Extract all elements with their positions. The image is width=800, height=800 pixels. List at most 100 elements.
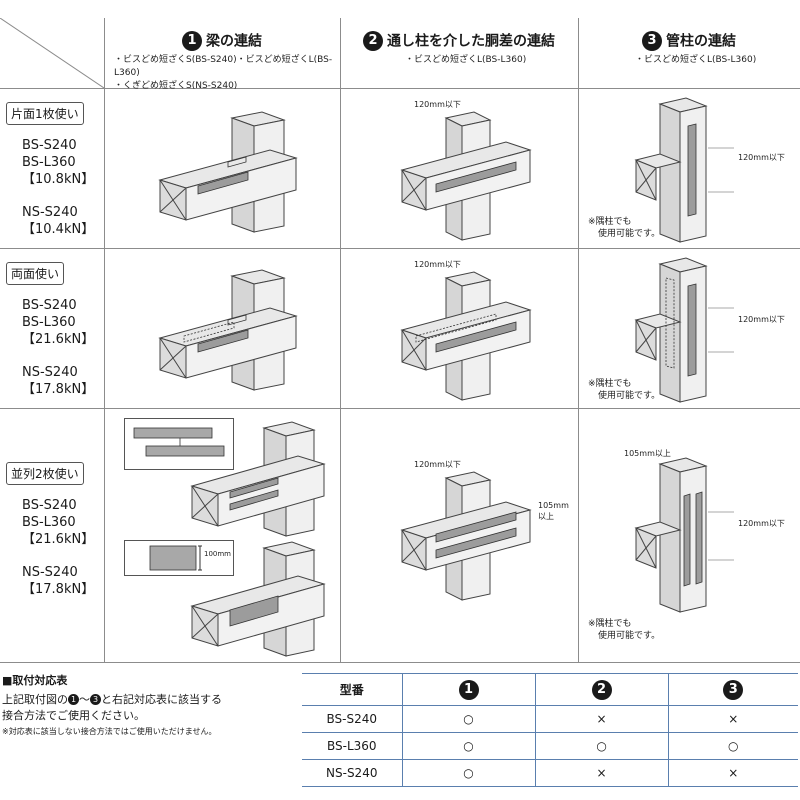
dimension-label: 120mm以下 — [414, 260, 461, 269]
column-subtitle-line: ・くぎどめ短ざくS(NS-S240) — [114, 81, 238, 91]
row-value-line: NS-S240 — [22, 205, 78, 220]
note-line: ※隅柱でも — [588, 217, 632, 227]
beam-joint-illustration — [190, 421, 326, 537]
grid-line — [104, 18, 105, 662]
note-line: ※隅柱でも — [588, 619, 632, 629]
column-title: 通し柱を介した胴差の連結 — [387, 33, 555, 50]
column-subtitle: ・ビスどめ短ざくL(BS-L360) — [635, 54, 756, 67]
row-value-line: 【10.8kN】 — [22, 172, 95, 187]
note-line: 使用可能です。 — [598, 631, 661, 641]
row-tag: 並列2枚使い — [6, 462, 84, 485]
dimension-label: 120mm以下 — [414, 100, 461, 109]
table-cell: × — [667, 705, 798, 733]
table-cell: ○ — [401, 732, 536, 760]
stud-joint-illustration — [634, 457, 734, 613]
section-text: 上記取付図の — [2, 693, 68, 706]
stud-joint-illustration — [634, 257, 734, 403]
beam-joint-illustration — [158, 111, 298, 233]
row-values: BS-S240 BS-L360 【21.6kN】 NS-S240 【17.8kN… — [6, 297, 98, 398]
section-text: 接合方法でご使用ください。 — [2, 709, 145, 722]
dimension-label: 120mm以下 — [738, 153, 785, 162]
dimension-label: 120mm以下 — [738, 519, 785, 528]
corner-post-note: ※隅柱でも 使用可能です。 — [588, 378, 660, 402]
column-number-badge: 3 — [723, 679, 744, 700]
stud-joint-illustration — [634, 97, 734, 243]
beam-joint-illustration — [158, 269, 298, 391]
column-subtitle-line: ・ビスどめ短ざくL(BS-L360) — [405, 55, 527, 65]
row-value-line: NS-S240 — [22, 565, 78, 580]
row-value-line: 【17.8kN】 — [22, 582, 95, 597]
table-cell: ○ — [401, 759, 536, 787]
note-line: 使用可能です。 — [598, 391, 661, 401]
section-text: ～ — [79, 693, 90, 706]
post-joint-illustration — [400, 471, 532, 601]
table-header-cell: 1 — [401, 673, 536, 706]
post-joint-illustration — [400, 271, 532, 401]
table-cell: ○ — [667, 732, 798, 760]
row-value-line: BS-S240 — [22, 138, 77, 153]
beam-joint-illustration — [190, 541, 326, 657]
post-joint-illustration — [400, 111, 532, 241]
grid-line — [0, 248, 800, 249]
table-cell: × — [667, 759, 798, 787]
column-number-badge: 3 — [642, 30, 662, 51]
table-cell: BS-L360 — [302, 732, 402, 760]
column-number-badge: 2 — [363, 30, 383, 51]
table-row: BS-L360 ○ ○ ○ — [302, 732, 798, 760]
corner-post-note: ※隅柱でも 使用可能です。 — [588, 618, 660, 642]
dimension-label: 以上 — [538, 512, 554, 521]
table-header-row: 型番 1 2 3 — [302, 673, 798, 706]
row-values: BS-S240 BS-L360 【10.8kN】 NS-S240 【10.4kN… — [6, 137, 98, 238]
row-value-line: BS-S240 — [22, 498, 77, 513]
row-value-line: BS-L360 — [22, 155, 76, 170]
column-title: 管柱の連結 — [666, 33, 736, 50]
column-subtitle: ・ビスどめ短ざくL(BS-L360) — [405, 54, 526, 67]
row-value-line: 【21.6kN】 — [22, 332, 95, 347]
table-row: NS-S240 ○ × × — [302, 759, 798, 787]
table-cell: BS-S240 — [302, 705, 402, 733]
grid-line — [578, 18, 579, 662]
grid-line — [0, 662, 800, 663]
column-title: 梁の連結 — [206, 33, 262, 50]
corner-post-note: ※隅柱でも 使用可能です。 — [588, 216, 660, 240]
dimension-label: 100mm — [204, 550, 231, 558]
table-header-cell: 2 — [534, 673, 669, 706]
dimension-label: 105mm — [538, 501, 569, 510]
row-tag: 片面1枚使い — [6, 102, 84, 125]
grid-line — [340, 18, 341, 662]
table-cell: × — [534, 705, 669, 733]
section-note: ※対応表に該当しない接合方法ではご使用いただけません。 — [2, 727, 217, 736]
row-tag: 両面使い — [6, 262, 65, 285]
row-value-line: BS-S240 — [22, 298, 77, 313]
column-number-badge: 2 — [591, 679, 612, 700]
row-value-line: BS-L360 — [22, 315, 76, 330]
row-value-line: 【21.6kN】 — [22, 532, 95, 547]
row-gap — [22, 348, 98, 364]
table-cell: × — [534, 759, 669, 787]
row-value-line: 【10.4kN】 — [22, 222, 95, 237]
row-label-1: 片面1枚使い BS-S240 BS-L360 【10.8kN】 NS-S240 … — [6, 102, 98, 238]
row-label-2: 両面使い BS-S240 BS-L360 【21.6kN】 NS-S240 【1… — [6, 262, 98, 398]
grid-line — [0, 408, 800, 409]
number-badge: 3 — [90, 694, 101, 705]
column-subtitle: ・ビスどめ短ざくS(BS-S240)・ビスどめ短ざくL(BS-L360) ・くぎ… — [114, 54, 340, 93]
dimension-label: 120mm以下 — [414, 460, 461, 469]
column-number-badge: 1 — [182, 30, 202, 51]
table-row: BS-S240 ○ × × — [302, 705, 798, 733]
row-values: BS-S240 BS-L360 【21.6kN】 NS-S240 【17.8kN… — [6, 497, 98, 598]
table-header-cell: 3 — [667, 673, 798, 706]
section-title: ■取付対応表 — [2, 674, 68, 687]
corner-diagonal — [0, 18, 104, 88]
plate-callout-illustration — [124, 418, 234, 470]
dimension-label: 105mm以上 — [624, 449, 671, 458]
row-value-line: NS-S240 — [22, 365, 78, 380]
column-subtitle-line: ・ビスどめ短ざくS(BS-S240)・ビスどめ短ざくL(BS-L360) — [114, 55, 333, 78]
dimension-label: 120mm以下 — [738, 315, 785, 324]
note-line: 使用可能です。 — [598, 229, 661, 239]
row-gap — [22, 548, 98, 564]
note-line: ※隅柱でも — [588, 379, 632, 389]
